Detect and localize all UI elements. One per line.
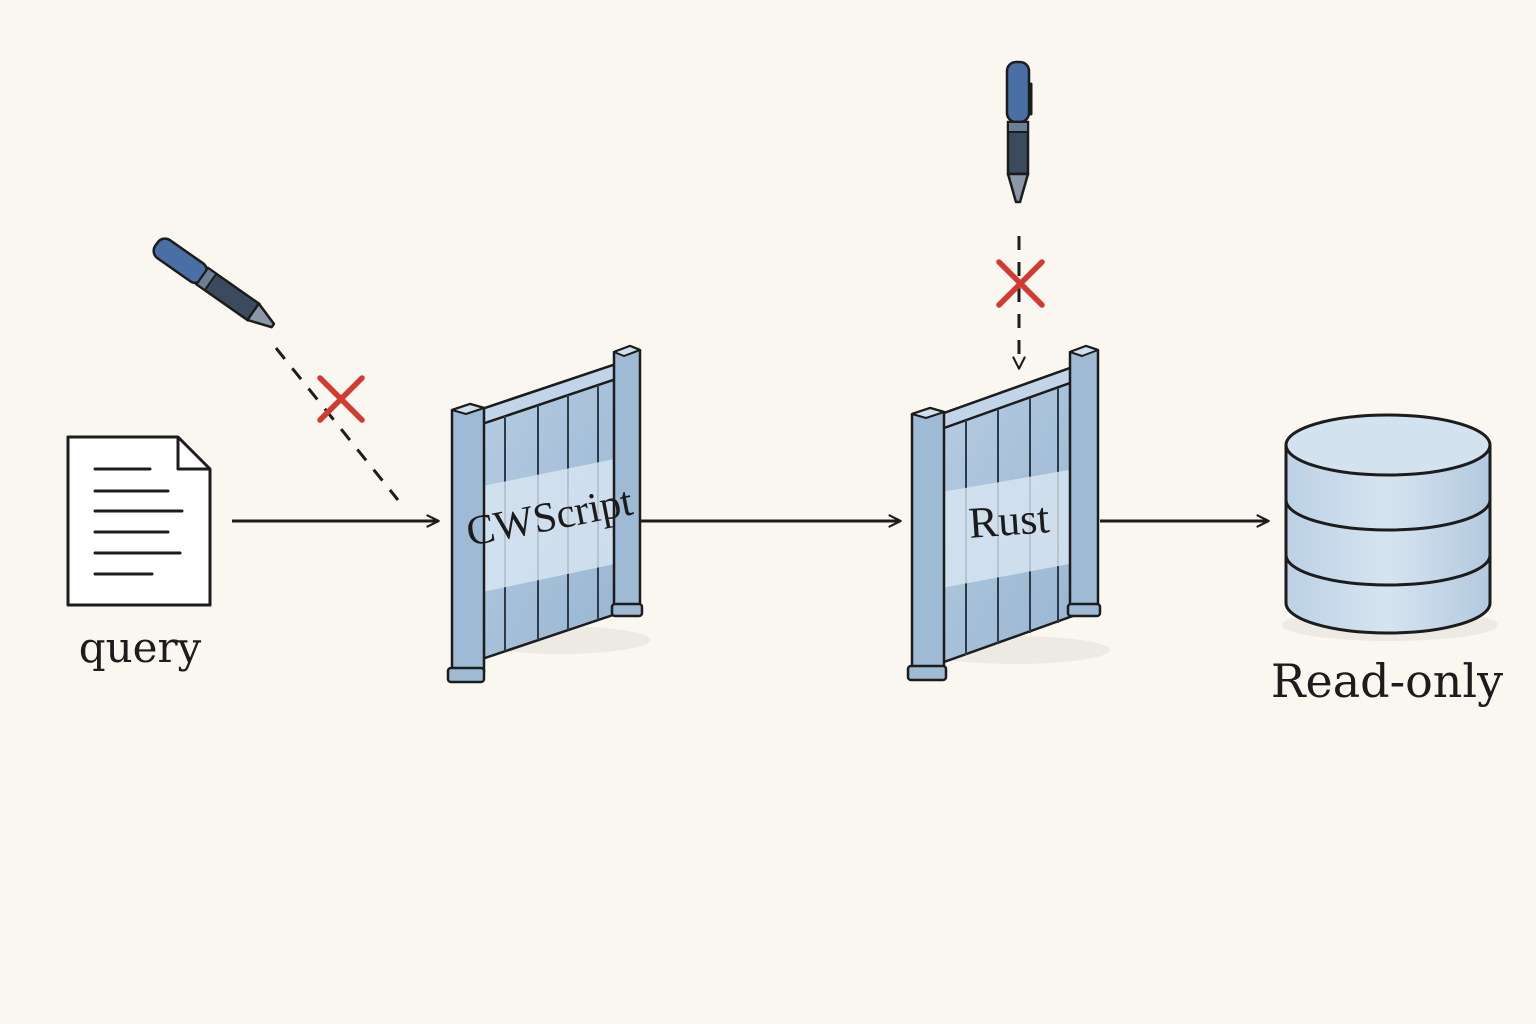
- x-mark-icon: [317, 375, 365, 423]
- document-icon: [66, 435, 212, 607]
- database-icon: [1282, 413, 1498, 641]
- blocked-write-path-1: [274, 347, 400, 501]
- source-label: query: [79, 623, 202, 672]
- pen-icon: [152, 237, 276, 329]
- gate-cwscript: [446, 344, 650, 684]
- gate-rust-label: Rust: [967, 493, 1051, 548]
- pen-icon: [1005, 60, 1033, 204]
- database-label: Read-only: [1271, 654, 1503, 708]
- gate-rust: [906, 344, 1110, 682]
- x-mark-icon: [996, 259, 1045, 308]
